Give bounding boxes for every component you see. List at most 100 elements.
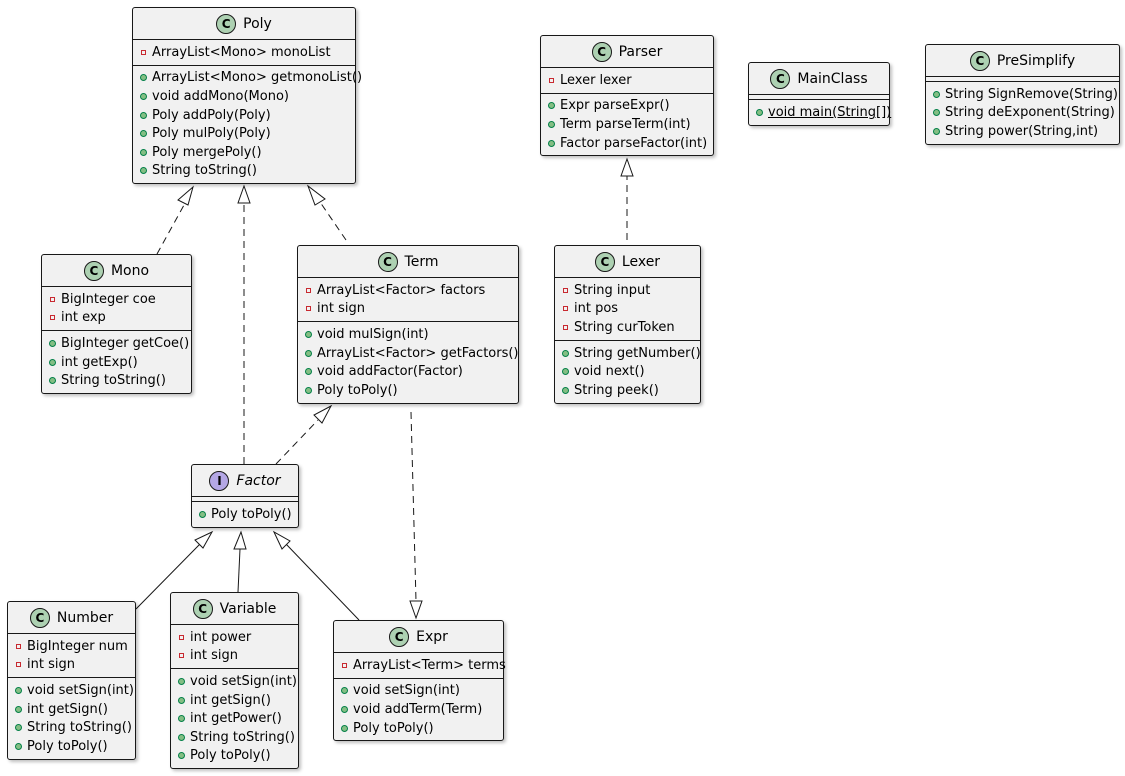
public-visibility-icon [755,108,764,116]
public-visibility-icon [14,724,23,732]
method-text: void setSign(int) [190,673,297,689]
methods-section: String getNumber()void next()String peek… [555,341,701,403]
attribute-row: String curToken [555,318,700,337]
private-visibility-icon [547,77,556,83]
method-row: Term parseTerm(int) [541,115,713,134]
method-text: void addTerm(Term) [353,701,483,717]
method-text: void setSign(int) [27,682,134,698]
arrow-term-expr [409,600,423,620]
method-row: Poly toPoly() [192,505,298,524]
method-row: Poly toPoly() [334,719,503,738]
public-visibility-icon [139,74,148,82]
method-row: Poly mulPoly(Poly) [133,124,355,143]
class-marker-icon: C [389,626,410,647]
class-marker-icon: C [216,13,237,34]
attributes-section [192,497,298,502]
public-visibility-icon [304,368,313,376]
edge-term-poly [319,201,347,241]
edge-term-expr [410,411,417,602]
class-header: C Poly [133,8,355,40]
private-visibility-icon [561,306,570,312]
public-visibility-icon [139,167,148,175]
public-visibility-icon [139,148,148,156]
method-row: void addMono(Mono) [133,87,355,106]
method-text: void mulSign(int) [317,326,429,342]
private-visibility-icon [177,634,186,640]
class-marker-icon: C [591,41,612,62]
method-row: String toString() [133,162,355,181]
method-row: void addFactor(Factor) [298,362,518,381]
private-visibility-icon [48,315,57,321]
attribute-row: int sign [8,656,135,675]
methods-section: ArrayList<Mono> getmonoList()void addMon… [133,66,362,184]
public-visibility-icon [14,686,23,694]
public-visibility-icon [340,687,349,695]
method-text: String peek() [574,382,659,398]
arrow-term-poly [306,184,326,206]
public-visibility-icon [139,130,148,138]
arrow-lexer-parser [620,157,634,177]
attribute-row: int sign [298,300,518,319]
method-text: BigInteger getCoe() [61,335,190,351]
attribute-row: ArrayList<Mono> monoList [133,43,355,62]
class-name: Poly [243,15,272,32]
attribute-text: ArrayList<Term> terms [353,657,506,673]
method-text: void next() [574,364,645,380]
attribute-row: ArrayList<Term> terms [334,656,506,675]
private-visibility-icon [14,643,23,649]
edge-variable-factor [237,548,241,593]
method-row: void next() [555,362,700,381]
attribute-text: String input [574,282,651,298]
class-name: Term [404,253,439,270]
methods-section: Expr parseExpr()Term parseTerm(int)Facto… [541,94,713,156]
attribute-text: int exp [61,310,106,326]
attribute-text: int sign [317,301,365,317]
method-row: ArrayList<Factor> getFactors() [298,344,519,363]
attribute-row: BigInteger coe [42,290,191,309]
public-visibility-icon [177,677,186,685]
class-marker-icon: C [192,598,213,619]
method-text: int getExp() [61,354,138,370]
class-name: MainClass [797,70,868,87]
method-row: String power(String,int) [926,122,1119,141]
methods-section: void setSign(int) void addTerm(Term) Poly … [334,679,503,741]
public-visibility-icon [14,705,23,713]
method-text: Poly toPoly() [27,738,108,754]
class-name: PreSimplify [996,52,1076,69]
method-text: Poly mergePoly() [152,144,262,160]
attributes-section [926,77,1119,82]
public-visibility-icon [177,715,186,723]
method-text: Poly addPoly(Poly) [152,107,271,123]
public-visibility-icon [48,377,57,385]
attribute-row: int exp [42,309,191,328]
method-text: String SignRemove(String) [945,86,1118,102]
method-text: String toString() [27,720,132,736]
method-row: void mulSign(int) [298,325,518,344]
method-text: void setSign(int) [353,683,460,699]
public-visibility-icon [139,92,148,100]
methods-section: void mulSign(int) ArrayList<Factor> getFa… [298,322,519,402]
public-visibility-icon [198,510,207,518]
attribute-text: BigInteger num [27,638,128,654]
edge-number-factor [135,543,201,610]
public-visibility-icon [304,386,313,394]
attributes-section: Lexer lexer [541,68,713,94]
public-visibility-icon [14,742,23,750]
method-row: Poly addPoly(Poly) [133,106,355,125]
method-text: Poly mulPoly(Poly) [152,126,271,142]
arrow-factor-term [313,404,333,424]
method-row: String peek() [555,381,700,400]
public-visibility-icon [48,358,57,366]
